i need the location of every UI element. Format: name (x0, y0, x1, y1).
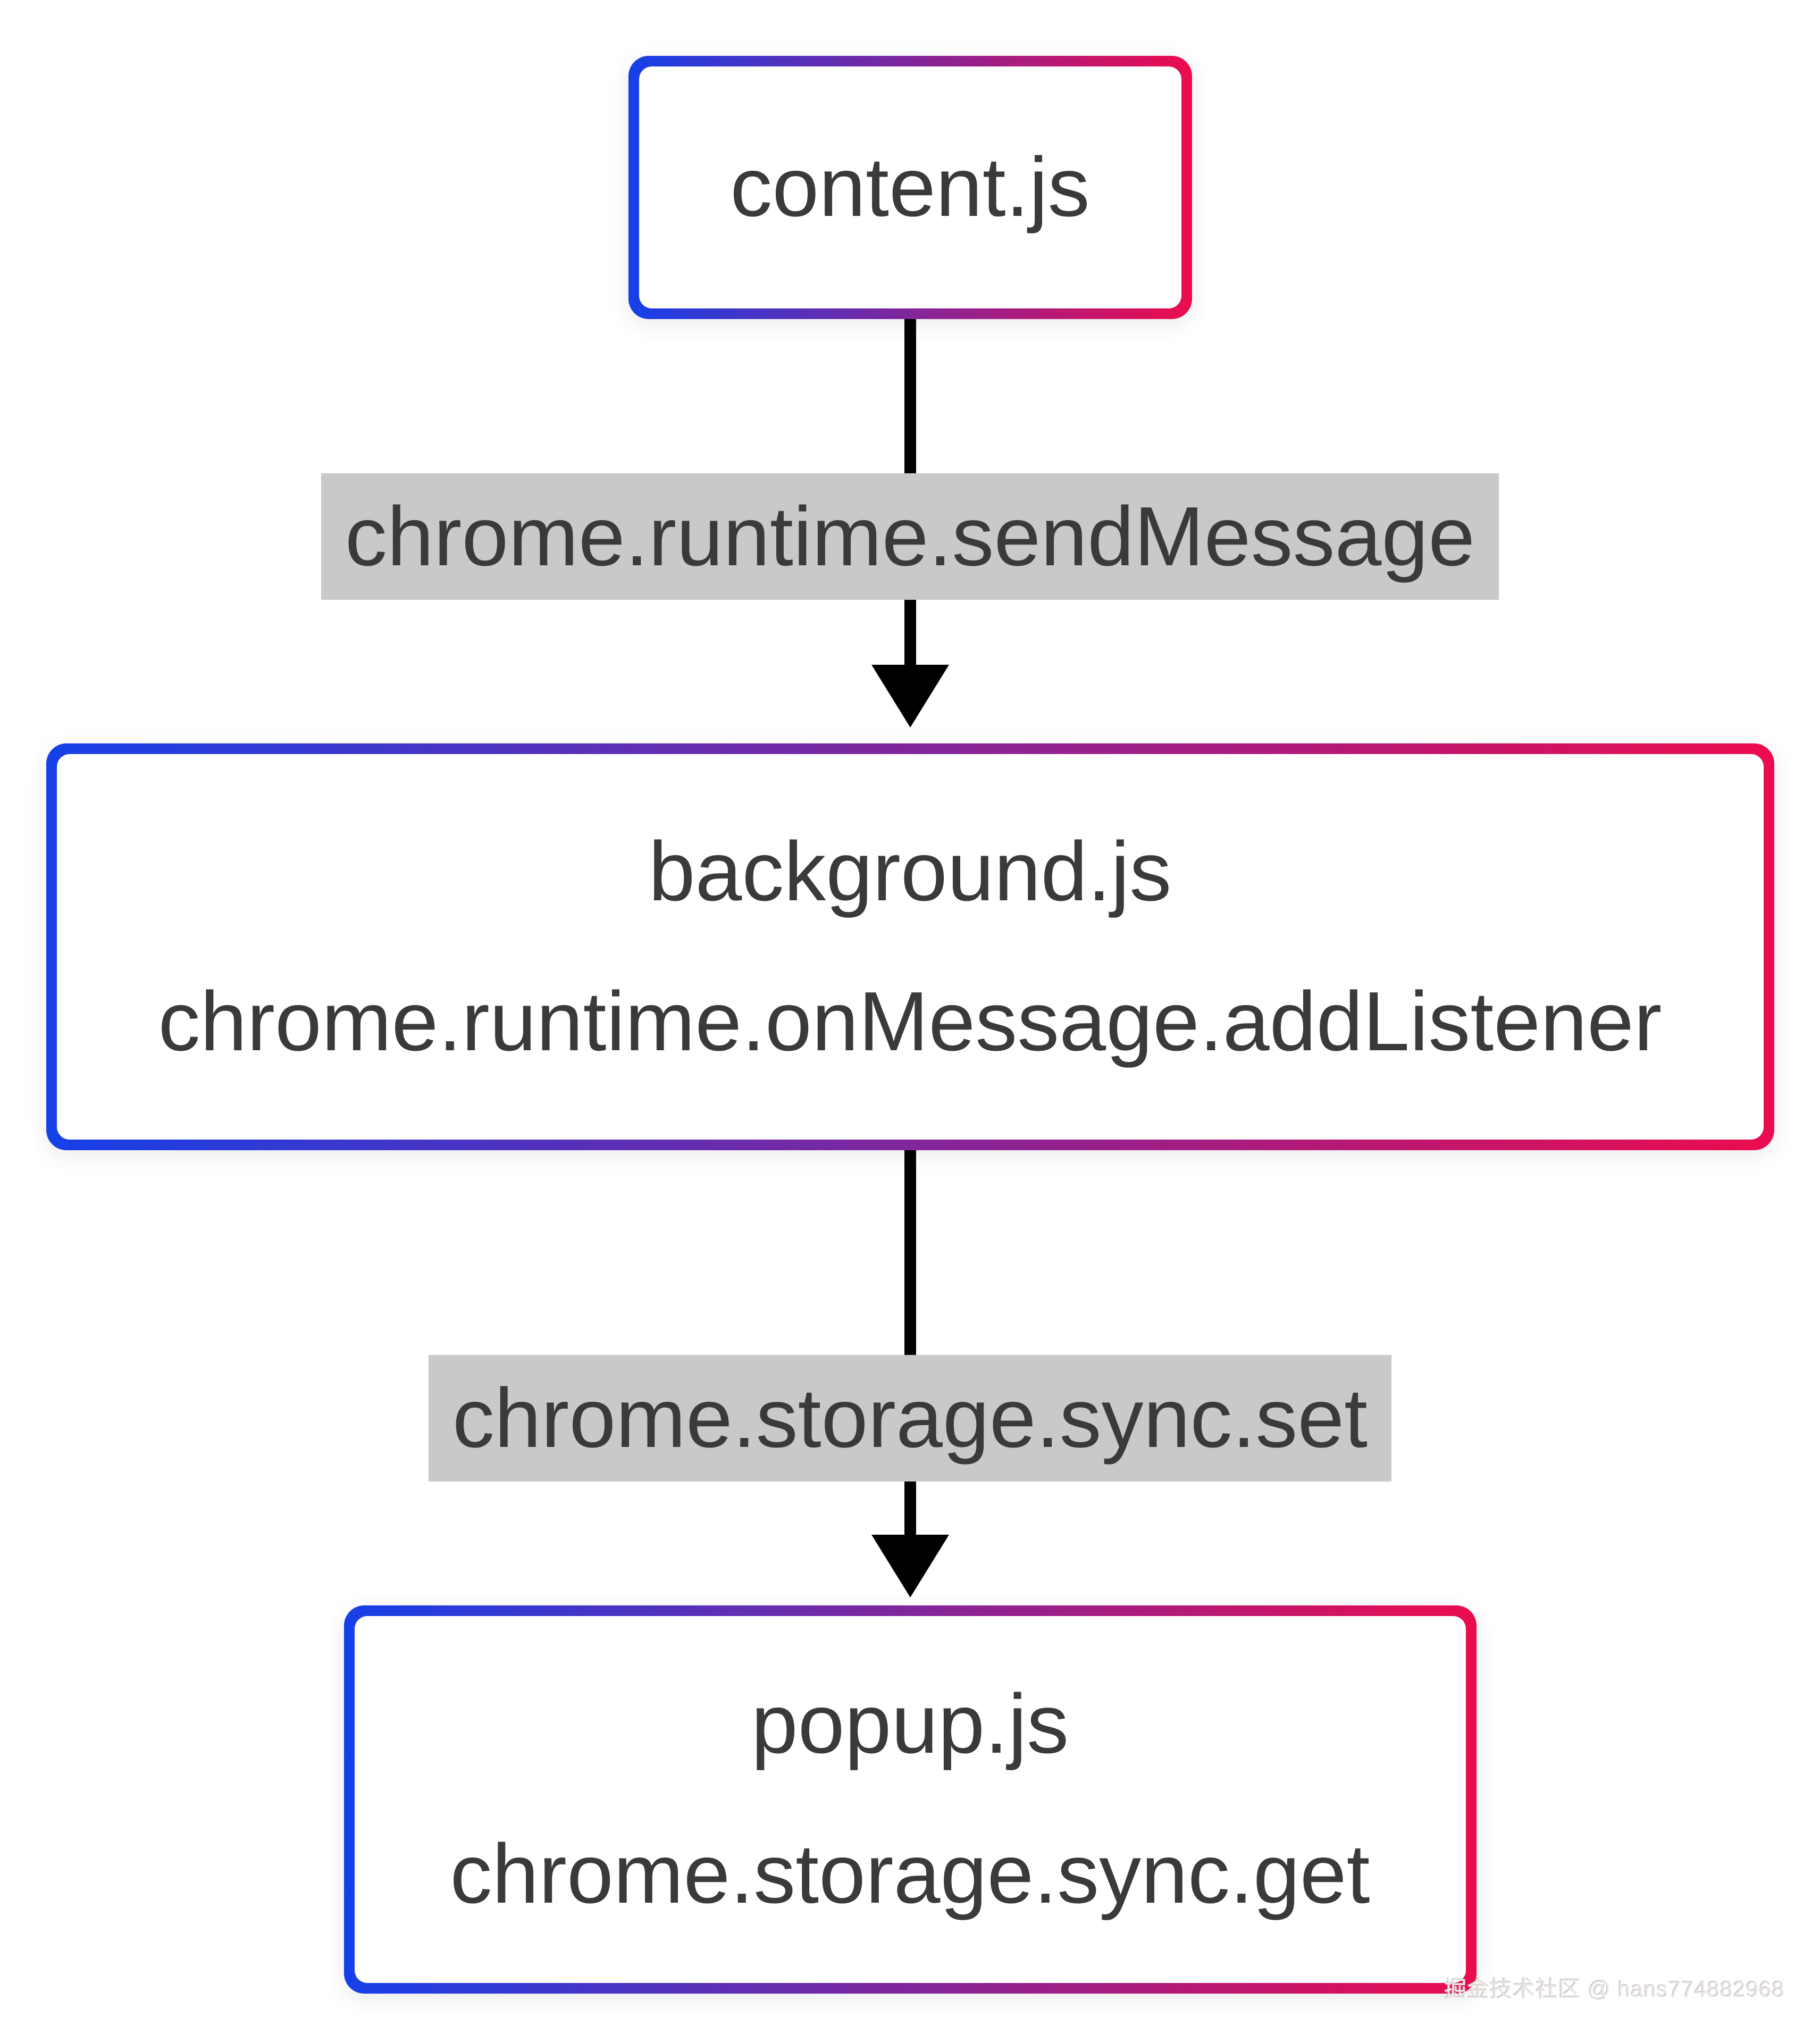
node-popup-js-label: popup.js (751, 1677, 1069, 1771)
watermark: 掘金技术社区 @ hans774882968 (1444, 1977, 1785, 2002)
arrow-down-icon (871, 1535, 949, 1597)
node-background-js: background.js chrome.runtime.onMessage.a… (46, 743, 1774, 1150)
connector-line (904, 319, 916, 473)
arrow-down-icon (871, 665, 949, 727)
node-background-js-body: background.js chrome.runtime.onMessage.a… (56, 754, 1764, 1140)
node-popup-js-body: popup.js chrome.storage.sync.get (354, 1616, 1466, 1983)
node-background-js-sublabel: chrome.runtime.onMessage.addListener (158, 974, 1662, 1068)
node-content-js-body: content.js (639, 66, 1181, 308)
connector-line (904, 600, 916, 665)
node-popup-js-sublabel: chrome.storage.sync.get (450, 1827, 1370, 1921)
node-popup-js: popup.js chrome.storage.sync.get (343, 1605, 1477, 1994)
node-content-js-label: content.js (730, 140, 1090, 234)
edge-label-storage-sync-set: chrome.storage.sync.set (428, 1355, 1392, 1482)
node-background-js-label: background.js (648, 824, 1172, 918)
connector-line (904, 1482, 916, 1535)
connector-line (904, 1150, 916, 1355)
node-content-js: content.js (628, 56, 1192, 319)
edge-label-send-message: chrome.runtime.sendMessage (321, 473, 1499, 600)
